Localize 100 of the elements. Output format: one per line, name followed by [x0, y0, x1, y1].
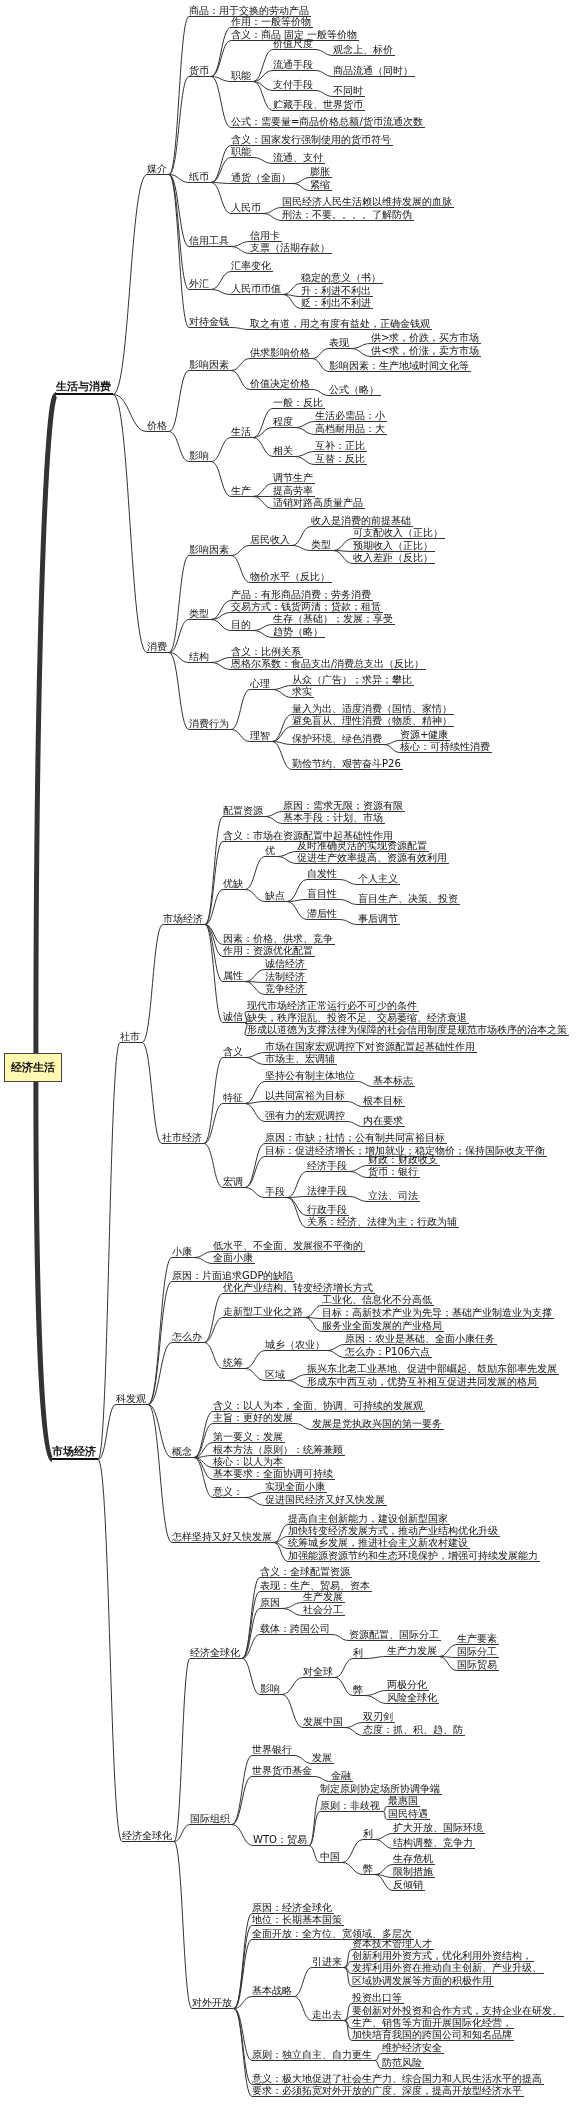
branch-label: 两极分化: [387, 1679, 429, 1691]
branch-label: 刑法：不要。。。。了解防伪: [282, 209, 414, 221]
branch-line: [244, 1081, 266, 1104]
branch-line: [112, 174, 148, 395]
branch-label: 要求：必须拓宽对外开放的广度、深度，提高开放型经济水平: [252, 2085, 524, 2097]
branch-label: 收入差距（反比）: [353, 552, 435, 564]
branch-label: 法律手段: [307, 1185, 349, 1197]
branch-line: [374, 1839, 394, 1849]
branch-line: [244, 1350, 266, 1369]
branch-label: 创新利用外资方式，优化利用外资结构，: [352, 1950, 534, 1962]
branch-label: 发展: [312, 1752, 334, 1764]
branch-label: 生产要素: [457, 1633, 499, 1645]
branch-label: 量入为出、适度消费（国情、家情）: [292, 703, 454, 715]
branch-line: [97, 1404, 117, 1460]
branch-line: [204, 889, 224, 925]
branch-label: 事后调节: [358, 913, 400, 925]
branch-label: 核心：可持续性消费: [400, 741, 492, 753]
branch-line: [210, 612, 232, 620]
branch-line: [308, 1794, 321, 1846]
branch-label: 公式（略）: [329, 384, 381, 396]
branch-label: 适销对路高质量产品: [273, 497, 365, 509]
branch-line: [241, 1591, 261, 1659]
branch-line: [203, 1103, 224, 1144]
branch-line: [244, 1022, 248, 1024]
branch-label: 商品：用于交换的劳动产品: [189, 5, 311, 17]
branch-label: 区域协调发展等方面的积极作用: [352, 1975, 494, 1987]
branch-label: 一般：反比: [273, 397, 325, 409]
branch-line: [286, 879, 308, 902]
branch-line: [210, 27, 232, 77]
branch-line: [381, 1811, 389, 1820]
branch-label: 走新型工业化之路: [223, 1306, 305, 1318]
branch-line: [292, 183, 311, 191]
branch-line: [244, 889, 266, 902]
branch-line: [264, 816, 284, 824]
branch-line: [97, 1042, 121, 1460]
branch-line: [314, 70, 334, 77]
branch-line: [203, 1317, 224, 1343]
branch-label: 加快转变经济发展方式，推动产业结构优化升级: [288, 1525, 500, 1537]
branch-label: 消费行为: [189, 718, 231, 730]
branch-line: [341, 1839, 364, 1863]
branch-label: 膨胀: [310, 166, 332, 178]
branch-label: 提高自主创新能力，建设创新型国家: [288, 1513, 450, 1525]
branch-line: [252, 496, 274, 509]
branch-line: [233, 1939, 253, 2009]
branch-label: 可支配收入（正比）: [353, 527, 445, 539]
branch-label: 怎样坚持又好又快发展: [172, 1531, 274, 1543]
branch-label: 心理: [250, 678, 272, 690]
branch-line: [244, 1143, 266, 1188]
branch-line: [241, 1634, 261, 1659]
branch-label: 诚信: [223, 1011, 245, 1023]
branch-label: 人民币: [231, 202, 263, 214]
branch-label: 利: [353, 1647, 365, 1659]
branch-label: 关系：经济、法律为主；行政为辅: [307, 1216, 459, 1228]
branch-label: 加快培育我国的跨国公司和知名品牌: [352, 2029, 514, 2041]
branch-label: 利: [363, 1828, 375, 1840]
branch-line: [346, 1121, 364, 1127]
branch-label: 目的: [231, 619, 253, 631]
branch-label: 原则：非歧视: [320, 1800, 382, 1812]
branch-label: 以共同富裕为目标: [265, 1090, 347, 1102]
branch-line: [344, 1722, 364, 1728]
branch-label: 防范风险: [382, 2057, 424, 2069]
branch-label: 通货（全面）: [231, 172, 293, 184]
branch-label: 供>求，价跌，买方市场: [371, 332, 482, 344]
branch-label: 国民待遇: [388, 1808, 430, 1820]
branch-line: [210, 437, 232, 462]
branch-line: [286, 1171, 308, 1198]
branch-label: 生活: [231, 426, 253, 438]
branch-label: 趋势（略）: [273, 626, 325, 638]
branch-label: 基本标志: [373, 1075, 415, 1087]
branch-line: [168, 555, 190, 653]
branch-label: 原则：独立自主、自力更生: [252, 2049, 374, 2061]
branch-label: WTO：贸易: [253, 1834, 309, 1846]
branch-line: [244, 1057, 266, 1065]
branch-line: [210, 145, 232, 183]
branch-line: [210, 76, 232, 82]
branch-line: [262, 213, 283, 221]
branch-line: [252, 157, 274, 164]
branch-line: [210, 619, 232, 631]
branch-label: 作用：资源优化配置: [223, 945, 315, 957]
branch-label: 求实: [292, 686, 314, 698]
branch-line: [356, 1081, 374, 1087]
branch-label: 原因：市缺；社情；公有制共同富裕目标: [265, 1132, 447, 1144]
branch-label: 商品流通（同时）: [333, 65, 415, 77]
branch-line: [203, 1143, 224, 1188]
branch-line: [294, 421, 316, 428]
branch-label: 风险全球化: [387, 1692, 439, 1704]
branch-label: 资源配置、国际分工: [349, 1629, 441, 1641]
branch-line: [334, 1658, 354, 1678]
branch-label: 国民经济人民生活赖以维持发展的血脉: [282, 196, 454, 208]
branch-line: [168, 16, 190, 175]
branch-label: 载体：跨国公司: [260, 1623, 332, 1635]
branch-line: [173, 1658, 191, 1842]
branch-line: [374, 1864, 394, 1875]
branch-line: [210, 461, 232, 497]
branch-label: 社市经济: [162, 1132, 204, 1144]
branch-line: [286, 1374, 308, 1381]
branch-label: 类型: [189, 608, 211, 620]
branch-line: [286, 1197, 308, 1216]
branch-label: 信用工具: [189, 235, 231, 247]
branch-label: 含义：全球配置资源: [260, 1566, 352, 1578]
